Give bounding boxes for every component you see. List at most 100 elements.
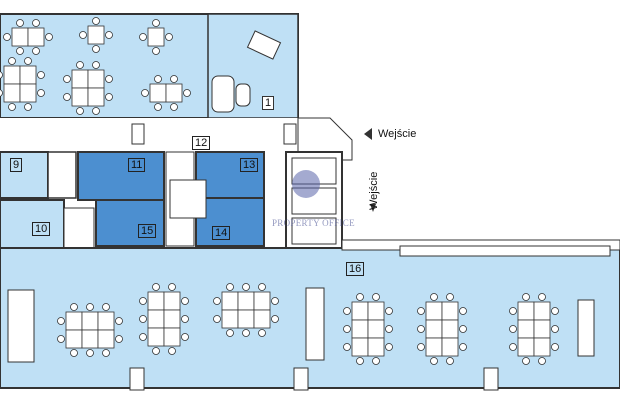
desk	[11, 27, 29, 47]
chair	[3, 33, 11, 41]
desk	[147, 327, 165, 347]
chair	[152, 283, 160, 291]
desk	[351, 301, 369, 321]
desk	[81, 329, 99, 349]
chair	[417, 325, 425, 333]
chair	[509, 307, 517, 315]
entrance-arrow-icon	[364, 128, 372, 140]
chair	[139, 33, 147, 41]
desk	[425, 301, 443, 321]
chair	[37, 71, 45, 79]
desk	[163, 291, 181, 311]
wet-room-11	[77, 151, 165, 201]
desk	[533, 337, 551, 357]
room-label-16: 16	[346, 262, 365, 276]
chair	[522, 293, 530, 301]
entrance-label: Wejście	[378, 128, 417, 140]
desk	[19, 83, 37, 103]
desk	[71, 69, 89, 89]
chair	[430, 357, 438, 365]
chair	[24, 57, 32, 65]
chair	[258, 329, 266, 337]
desk	[19, 65, 37, 85]
chair	[32, 19, 40, 27]
desk	[253, 309, 271, 329]
chair	[356, 357, 364, 365]
chair	[168, 347, 176, 355]
chair	[102, 303, 110, 311]
chair	[139, 315, 147, 323]
chair	[154, 103, 162, 111]
chair	[79, 31, 87, 39]
chair	[385, 325, 393, 333]
chair	[183, 89, 191, 97]
chair	[152, 347, 160, 355]
chair	[154, 75, 162, 83]
chair	[70, 349, 78, 357]
chair	[226, 329, 234, 337]
chair	[92, 61, 100, 69]
desk	[147, 27, 165, 47]
chair	[551, 343, 559, 351]
chair	[417, 343, 425, 351]
chair	[139, 297, 147, 305]
chair	[271, 297, 279, 305]
desk	[97, 311, 115, 331]
desk	[3, 65, 21, 85]
chair	[181, 333, 189, 341]
chair	[170, 103, 178, 111]
room-label-1: 1	[262, 96, 275, 110]
desk	[87, 25, 105, 45]
chair	[92, 107, 100, 115]
chair	[213, 297, 221, 305]
chair	[102, 349, 110, 357]
chair	[139, 333, 147, 341]
desk	[163, 309, 181, 329]
chair	[57, 335, 65, 343]
chair	[92, 17, 100, 25]
chair	[459, 307, 467, 315]
desk	[517, 337, 535, 357]
chair	[24, 103, 32, 111]
desk	[367, 319, 385, 339]
desk	[517, 319, 535, 339]
chair	[242, 329, 250, 337]
chair	[105, 93, 113, 101]
wet-room-15	[95, 199, 165, 247]
room-label-10: 10	[32, 222, 51, 236]
desk	[87, 87, 105, 107]
room-label-11: 11	[128, 158, 146, 172]
desk	[367, 301, 385, 321]
desk	[221, 309, 239, 329]
chair	[551, 325, 559, 333]
watermark: PROPERTY OFFICE	[272, 218, 355, 228]
desk	[71, 87, 89, 107]
chair	[115, 335, 123, 343]
desk	[351, 337, 369, 357]
desk	[27, 27, 45, 47]
chair	[446, 293, 454, 301]
chair	[356, 293, 364, 301]
chair	[213, 315, 221, 323]
desk	[367, 337, 385, 357]
desk	[237, 291, 255, 311]
desk	[163, 327, 181, 347]
chair	[8, 57, 16, 65]
chair	[8, 103, 16, 111]
desk	[441, 337, 459, 357]
entrance-label-vertical: Wejście	[368, 171, 380, 210]
chair	[226, 283, 234, 291]
chair	[76, 107, 84, 115]
chair	[32, 47, 40, 55]
desk	[425, 337, 443, 357]
chair	[45, 33, 53, 41]
chair	[92, 45, 100, 53]
room-label-9: 9	[10, 158, 23, 172]
chair	[538, 293, 546, 301]
chair	[522, 357, 530, 365]
chair	[343, 325, 351, 333]
chair	[509, 325, 517, 333]
chair	[86, 303, 94, 311]
chair	[372, 293, 380, 301]
room-label-13: 13	[240, 158, 259, 172]
